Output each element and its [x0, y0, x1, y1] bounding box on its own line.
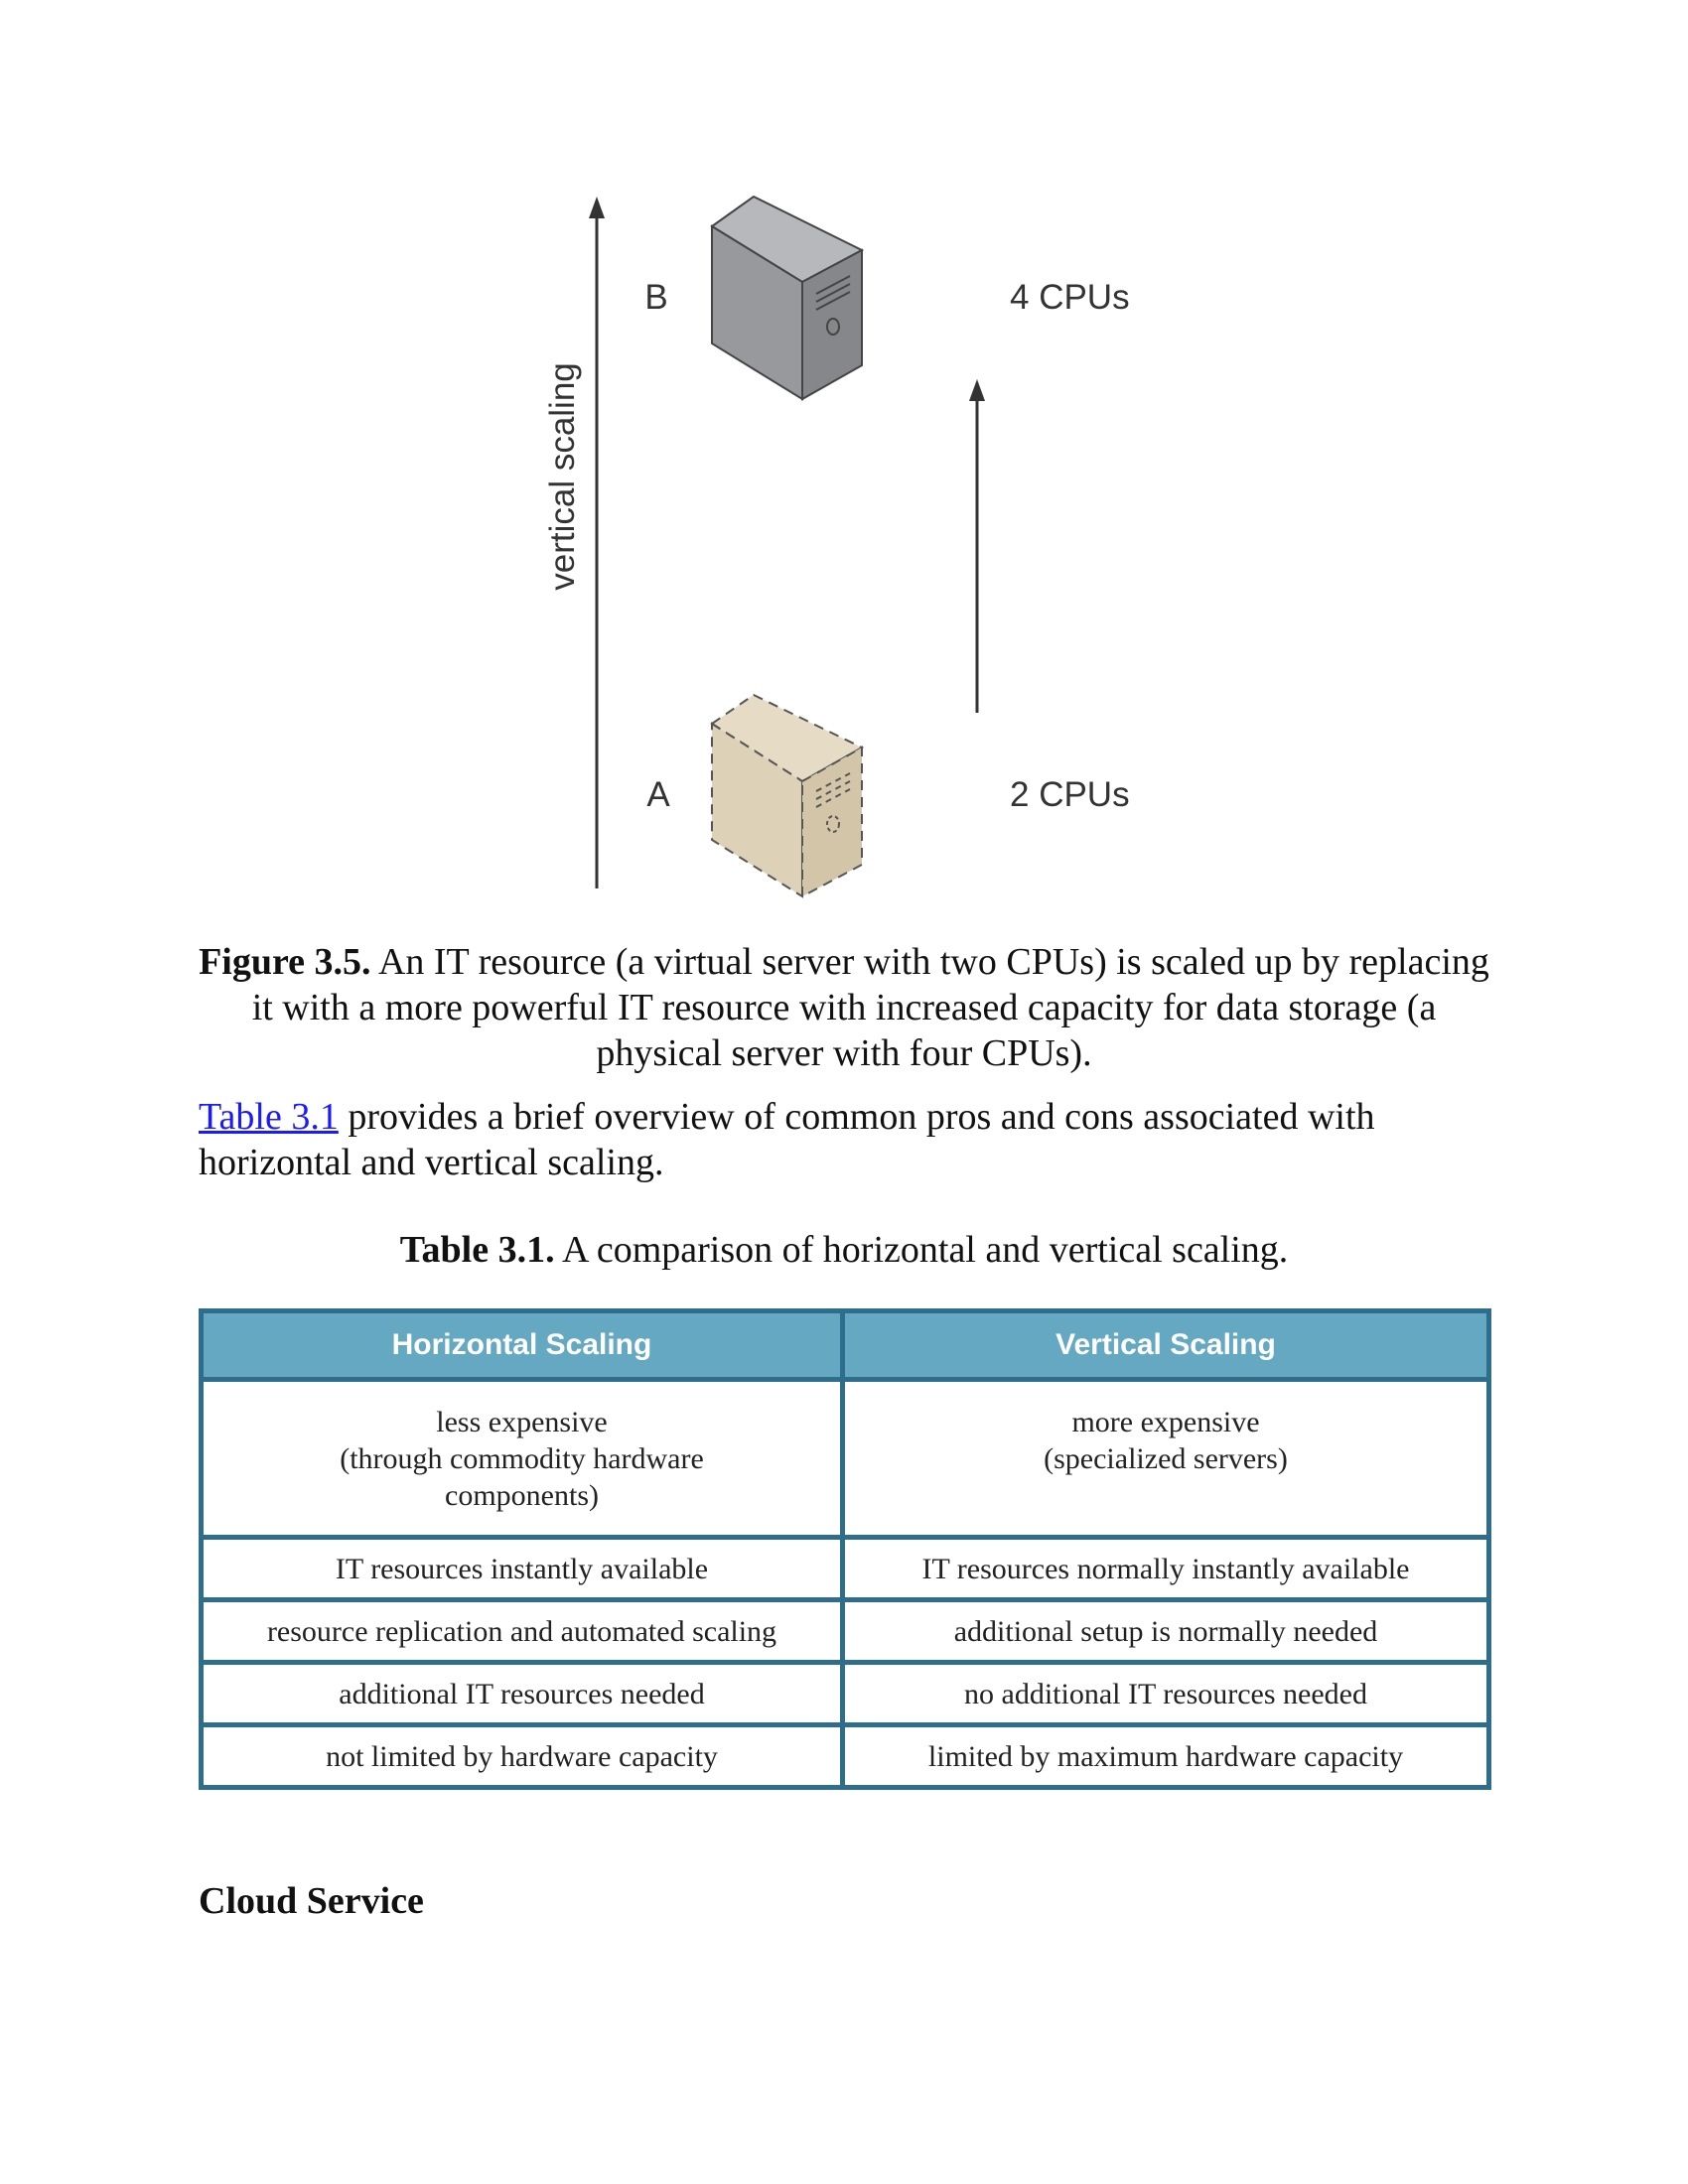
physical-server-icon: [710, 195, 865, 401]
scaling-comparison-table: Horizontal Scaling Vertical Scaling less…: [199, 1308, 1491, 1790]
figure-caption: Figure 3.5. An IT resource (a virtual se…: [199, 939, 1489, 1076]
table-caption: Table 3.1. A comparison of horizontal an…: [199, 1227, 1489, 1273]
table-cell-horizontal: resource replication and automated scali…: [204, 1597, 845, 1660]
table-caption-text: A comparison of horizontal and vertical …: [554, 1229, 1289, 1271]
table-caption-label: Table 3.1.: [399, 1229, 555, 1271]
table-row: less expensive (through commodity hardwa…: [204, 1382, 1486, 1535]
table-cell-vertical: no additional IT resources needed: [845, 1660, 1486, 1722]
vertical-scaling-axis-arrow: [589, 197, 605, 888]
cell-line: (through commodity hardware: [340, 1442, 704, 1475]
table-reference-link[interactable]: Table 3.1: [199, 1096, 339, 1138]
table-cell-vertical: limited by maximum hardware capacity: [845, 1722, 1486, 1785]
table-cell-horizontal: not limited by hardware capacity: [204, 1722, 845, 1785]
section-heading: Cloud Service: [199, 1880, 424, 1922]
table-row: IT resources instantly available IT reso…: [204, 1535, 1486, 1597]
server-a-capacity: 2 CPUs: [1010, 775, 1130, 814]
table-row: not limited by hardware capacity limited…: [204, 1722, 1486, 1785]
cell-line: more expensive: [1071, 1406, 1260, 1438]
body-paragraph: Table 3.1 provides a brief overview of c…: [199, 1094, 1489, 1185]
cell-line: (specialized servers): [1044, 1442, 1288, 1475]
vertical-scaling-diagram: vertical scaling B 4 CPUs A 2 CPUs: [543, 195, 1130, 898]
server-a-letter: A: [646, 775, 670, 814]
table-cell-vertical: more expensive (specialized servers): [845, 1382, 1486, 1535]
table-row: additional IT resources needed no additi…: [204, 1660, 1486, 1722]
cell-line: less expensive: [436, 1406, 608, 1438]
table-cell-horizontal: IT resources instantly available: [204, 1535, 845, 1597]
server-b-capacity: 4 CPUs: [1010, 278, 1130, 317]
cell-line: components): [445, 1479, 599, 1512]
paragraph-text: provides a brief overview of common pros…: [199, 1096, 1375, 1183]
table-cell-horizontal: less expensive (through commodity hardwa…: [204, 1382, 845, 1535]
server-b-letter: B: [644, 278, 667, 317]
axis-label: vertical scaling: [543, 362, 582, 591]
table-cell-vertical: IT resources normally instantly availabl…: [845, 1535, 1486, 1597]
table-row: resource replication and automated scali…: [204, 1597, 1486, 1660]
figure-caption-text: An IT resource (a virtual server with tw…: [251, 941, 1489, 1074]
table-cell-vertical: additional setup is normally needed: [845, 1597, 1486, 1660]
header-vertical-scaling: Vertical Scaling: [845, 1313, 1486, 1382]
table-header-row: Horizontal Scaling Vertical Scaling: [204, 1313, 1486, 1382]
scale-up-arrow: [969, 379, 985, 713]
header-horizontal-scaling: Horizontal Scaling: [204, 1313, 845, 1382]
virtual-server-icon: [710, 693, 865, 898]
table-cell-horizontal: additional IT resources needed: [204, 1660, 845, 1722]
figure-caption-label: Figure 3.5.: [199, 941, 371, 983]
